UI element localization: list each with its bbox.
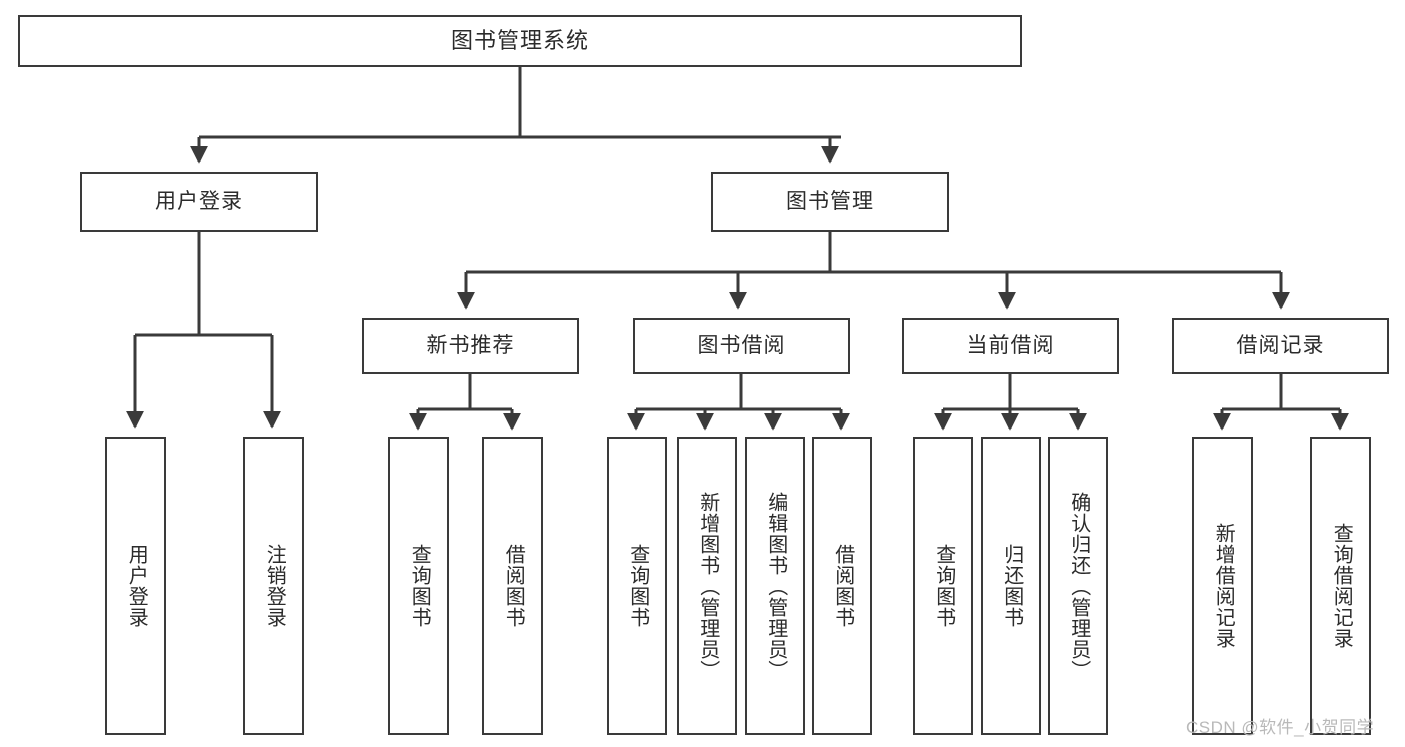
leaf-confirm-return-admin[interactable]: 确认归还（管理员） [1048,437,1108,735]
node-current-borrow[interactable]: 当前借阅 [902,318,1119,374]
leaf-user-login[interactable]: 用户登录 [105,437,166,735]
node-book-manage[interactable]: 图书管理 [711,172,949,232]
node-label: 当前借阅 [966,334,1055,358]
leaf-label: 确认归还（管理员） [1067,491,1090,681]
leaf-query-book-recommend[interactable]: 查询图书 [388,437,449,735]
node-new-book-recommend[interactable]: 新书推荐 [362,318,579,374]
node-user-login[interactable]: 用户登录 [80,172,318,232]
node-borrow-record[interactable]: 借阅记录 [1172,318,1389,374]
leaf-label: 查询图书 [626,544,649,628]
leaf-label: 归还图书 [1000,544,1023,628]
leaf-label: 查询借阅记录 [1330,523,1353,649]
node-label: 图书管理 [786,190,874,214]
leaf-add-book-admin[interactable]: 新增图书（管理员） [677,437,737,735]
node-label: 借阅记录 [1236,334,1325,358]
node-label: 新书推荐 [426,334,515,358]
node-label: 图书管理系统 [450,27,589,53]
leaf-label: 新增图书（管理员） [696,491,719,681]
node-label: 图书借阅 [697,334,786,358]
leaf-label: 编辑图书（管理员） [764,491,787,681]
node-root-system[interactable]: 图书管理系统 [18,15,1022,67]
leaf-query-book-current[interactable]: 查询图书 [913,437,973,735]
leaf-label: 新增借阅记录 [1212,523,1235,649]
leaf-label: 查询图书 [408,544,431,628]
leaf-label: 用户登录 [125,544,148,628]
leaf-label: 注销登录 [263,544,286,628]
leaf-add-borrow-record[interactable]: 新增借阅记录 [1192,437,1253,735]
leaf-query-book-borrow[interactable]: 查询图书 [607,437,667,735]
csdn-watermark: CSDN @软件_小贺同学 [1186,718,1375,737]
leaf-return-book[interactable]: 归还图书 [981,437,1041,735]
node-book-borrow[interactable]: 图书借阅 [633,318,850,374]
leaf-edit-book-admin[interactable]: 编辑图书（管理员） [745,437,805,735]
leaf-label: 查询图书 [932,544,955,628]
leaf-label: 借阅图书 [831,544,854,628]
leaf-query-borrow-record[interactable]: 查询借阅记录 [1310,437,1371,735]
leaf-user-logout[interactable]: 注销登录 [243,437,304,735]
leaf-label: 借阅图书 [502,544,525,628]
node-label: 用户登录 [155,190,243,214]
leaf-borrow-book[interactable]: 借阅图书 [812,437,872,735]
leaf-borrow-book-recommend[interactable]: 借阅图书 [482,437,543,735]
